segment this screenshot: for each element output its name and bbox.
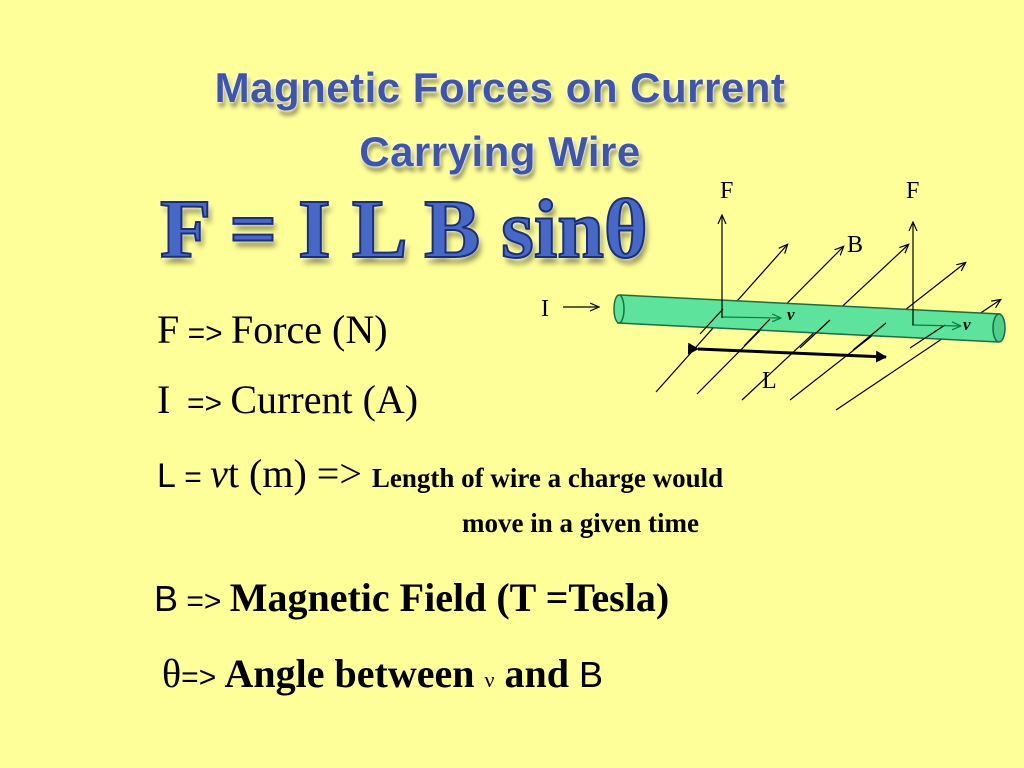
label-force-2: F	[906, 178, 919, 204]
def-field: B => Magnetic Field (T =Tesla)	[154, 576, 669, 624]
def-force-arrow: =>	[179, 317, 231, 350]
velocity-arrow-1	[721, 317, 780, 318]
title-line-2: Carrying Wire	[359, 128, 641, 175]
def-current-arrow: =>	[170, 387, 231, 420]
def-field-symbol: B	[154, 578, 179, 619]
def-angle-text: Angle between	[224, 651, 485, 696]
def-field-arrow: =>	[178, 585, 230, 618]
velocity-arrow-2	[911, 325, 960, 326]
title-line-1: Magnetic Forces on Current	[214, 64, 786, 111]
label-velocity-1: v	[787, 305, 795, 324]
def-force-symbol: F	[157, 307, 180, 352]
def-length-desc-1: Length of wire a charge would	[371, 463, 724, 493]
wire-right-end	[992, 313, 1006, 343]
label-length: L	[762, 368, 777, 394]
def-length: L = vt (m) => Length of wire a charge wo…	[157, 452, 723, 500]
def-length-equals: =	[175, 461, 211, 494]
def-force-text: Force (N)	[230, 307, 388, 352]
def-current: I => Current (A)	[157, 378, 418, 426]
def-current-text: Current (A)	[230, 377, 419, 422]
label-field: B	[847, 232, 863, 258]
def-length-v: v	[210, 451, 228, 496]
label-velocity-2: v	[963, 315, 971, 334]
def-angle: θ=> Angle between ν and B	[162, 652, 603, 702]
slide-title: Magnetic Forces on Current Carrying Wire	[100, 56, 900, 184]
label-force-1: F	[720, 178, 733, 204]
label-current: I	[541, 296, 549, 322]
def-length-rest: t (m) =>	[227, 451, 372, 496]
def-angle-arrow: =>	[181, 661, 225, 694]
def-angle-b: B	[578, 654, 603, 695]
formula: F = I L B sinθ	[159, 182, 649, 277]
def-current-symbol: I	[157, 377, 171, 422]
def-force: F => Force (N)	[157, 308, 388, 356]
wire-body	[617, 294, 1001, 343]
def-angle-symbol: θ	[162, 651, 182, 696]
def-field-text: Magnetic Field (T =Tesla)	[229, 575, 670, 620]
length-arrow	[687, 342, 887, 363]
def-length-desc-2: move in a given time	[462, 508, 699, 538]
wire	[613, 294, 1006, 343]
wire-left-end	[613, 294, 625, 324]
def-length-symbol: L	[157, 457, 176, 495]
def-angle-and: and	[494, 651, 579, 696]
def-angle-v: ν	[484, 667, 495, 692]
